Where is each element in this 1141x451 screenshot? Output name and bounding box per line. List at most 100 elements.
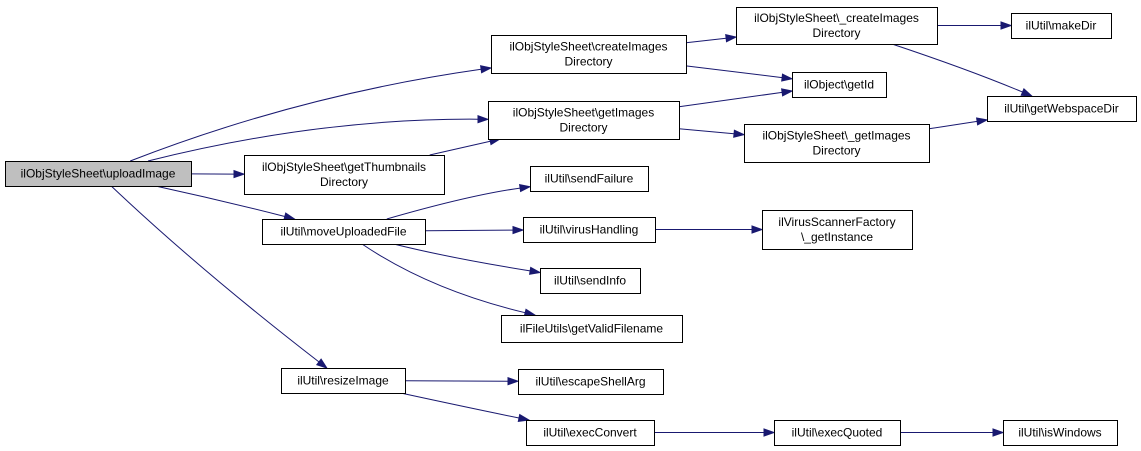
- edge-line: [393, 243, 531, 272]
- node-box[interactable]: [540, 268, 641, 294]
- node-box[interactable]: [491, 35, 687, 74]
- node-box[interactable]: [1003, 420, 1118, 446]
- node-label: ilUtil\sendFailure: [545, 172, 634, 186]
- arrowhead-icon: [528, 266, 542, 275]
- node-label: ilUtil\makeDir: [1026, 19, 1097, 33]
- arrowhead-icon: [781, 88, 794, 97]
- node-label: ilObjStyleSheet\getImages: [513, 106, 654, 120]
- node-label: ilUtil\execQuoted: [792, 426, 883, 440]
- node-box[interactable]: [792, 72, 887, 98]
- edge-movefile-to-sendinfo: [393, 243, 542, 275]
- arrowhead-icon: [315, 358, 328, 369]
- node-box[interactable]: [744, 124, 930, 163]
- node-box[interactable]: [762, 210, 913, 250]
- node-label: ilUtil\sendInfo: [554, 274, 626, 288]
- node-box[interactable]: [5, 161, 192, 187]
- node-label: ilObjStyleSheet\getThumbnails: [262, 160, 426, 174]
- node-box[interactable]: [518, 369, 664, 395]
- node-get-id[interactable]: ilObject\getId: [792, 72, 887, 98]
- edge-line: [685, 65, 783, 79]
- edge-resize-to-escape: [404, 376, 520, 386]
- node-virus[interactable]: ilUtil\virusHandling: [523, 217, 656, 243]
- node-box[interactable]: [244, 155, 445, 195]
- node-webspace[interactable]: ilUtil\getWebspaceDir: [987, 96, 1137, 122]
- nodes-layer: ilObjStyleSheet\uploadImage ilObjStyleShe…: [5, 7, 1137, 446]
- node-box[interactable]: [736, 7, 938, 45]
- node-resize[interactable]: ilUtil\resizeImage: [281, 368, 406, 394]
- edge-line: [110, 185, 320, 363]
- edge-line: [891, 43, 1023, 93]
- arrowhead-icon: [733, 129, 746, 138]
- edge-line: [678, 91, 783, 108]
- edge-line: [429, 140, 491, 156]
- node-make-dir[interactable]: ilUtil\makeDir: [1011, 13, 1112, 39]
- node-label: Directory: [320, 175, 368, 189]
- arrowhead-icon: [512, 225, 525, 235]
- node-box[interactable]: [774, 420, 901, 446]
- node-label: Directory: [564, 55, 612, 69]
- node-send-info[interactable]: ilUtil\sendInfo: [540, 268, 641, 294]
- node-label: ilUtil\resizeImage: [297, 374, 389, 388]
- node-label: ilObjStyleSheet\_createImages: [754, 11, 919, 25]
- node-box[interactable]: [523, 217, 656, 243]
- arrowhead-icon: [1000, 21, 1013, 30]
- edge-line: [155, 185, 285, 217]
- arrowhead-icon: [480, 65, 493, 74]
- node-valid-name[interactable]: ilFileUtils\getValidFilename: [501, 315, 683, 343]
- arrowhead-icon: [283, 212, 296, 221]
- node-box[interactable]: [262, 219, 426, 245]
- edge-resize-to-execconvert: [400, 392, 531, 422]
- node-box[interactable]: [501, 315, 683, 343]
- node-label: ilUtil\execConvert: [543, 426, 637, 440]
- node-escape[interactable]: ilUtil\escapeShellArg: [518, 369, 664, 395]
- node-scanner[interactable]: ilVirusScannerFactory\_getInstance: [762, 210, 913, 250]
- node-is-windows[interactable]: ilUtil\isWindows: [1003, 420, 1118, 446]
- node-box[interactable]: [526, 420, 655, 446]
- node-send-failure[interactable]: ilUtil\sendFailure: [530, 166, 649, 192]
- arrowhead-icon: [976, 117, 989, 126]
- edge-root-to-getdir: [147, 114, 490, 162]
- edge-getdir-to-getid: [678, 88, 794, 108]
- arrowhead-icon: [763, 428, 776, 437]
- node-box[interactable]: [488, 101, 680, 140]
- arrowhead-icon: [477, 114, 490, 124]
- edge-line: [147, 118, 479, 162]
- arrowhead-icon: [519, 183, 532, 193]
- node-label: ilUtil\virusHandling: [540, 223, 639, 237]
- arrowhead-icon: [517, 413, 531, 422]
- edge-line: [130, 68, 482, 162]
- edge-line: [386, 187, 521, 220]
- node-box[interactable]: [987, 96, 1137, 122]
- node-box[interactable]: [530, 166, 649, 192]
- arrowhead-icon: [507, 376, 520, 386]
- node-label: ilUtil\isWindows: [1018, 426, 1101, 440]
- node-move-file[interactable]: ilUtil\moveUploadedFile: [262, 219, 426, 245]
- edge-createdir-to-makedir: [937, 21, 1013, 30]
- arrowhead-icon: [992, 428, 1005, 437]
- edge-getdir-to-getdir: [678, 128, 746, 138]
- edge-createdir-to-webspace: [891, 43, 1034, 97]
- node-exec-convert[interactable]: ilUtil\execConvert: [526, 420, 655, 446]
- node-exec-quoted[interactable]: ilUtil\execQuoted: [774, 420, 901, 446]
- edge-virus-to-scanner: [655, 225, 764, 234]
- edge-execquoted-to-iswindows: [900, 428, 1005, 437]
- edge-line: [424, 229, 514, 232]
- node-label: Directory: [812, 26, 860, 40]
- node-box[interactable]: [281, 368, 406, 394]
- edge-line: [678, 128, 735, 135]
- edge-line: [400, 392, 520, 419]
- node-label: ilObject\getId: [804, 78, 874, 92]
- node-root[interactable]: ilObjStyleSheet\uploadImage: [5, 161, 192, 187]
- edge-execconvert-to-execquoted: [654, 428, 776, 437]
- node-label: Directory: [559, 121, 607, 135]
- node-box[interactable]: [1011, 13, 1112, 39]
- node-label: ilObjStyleSheet\createImages: [509, 40, 667, 54]
- node-label: ilUtil\getWebspaceDir: [1004, 102, 1119, 116]
- edges-layer: [110, 21, 1034, 437]
